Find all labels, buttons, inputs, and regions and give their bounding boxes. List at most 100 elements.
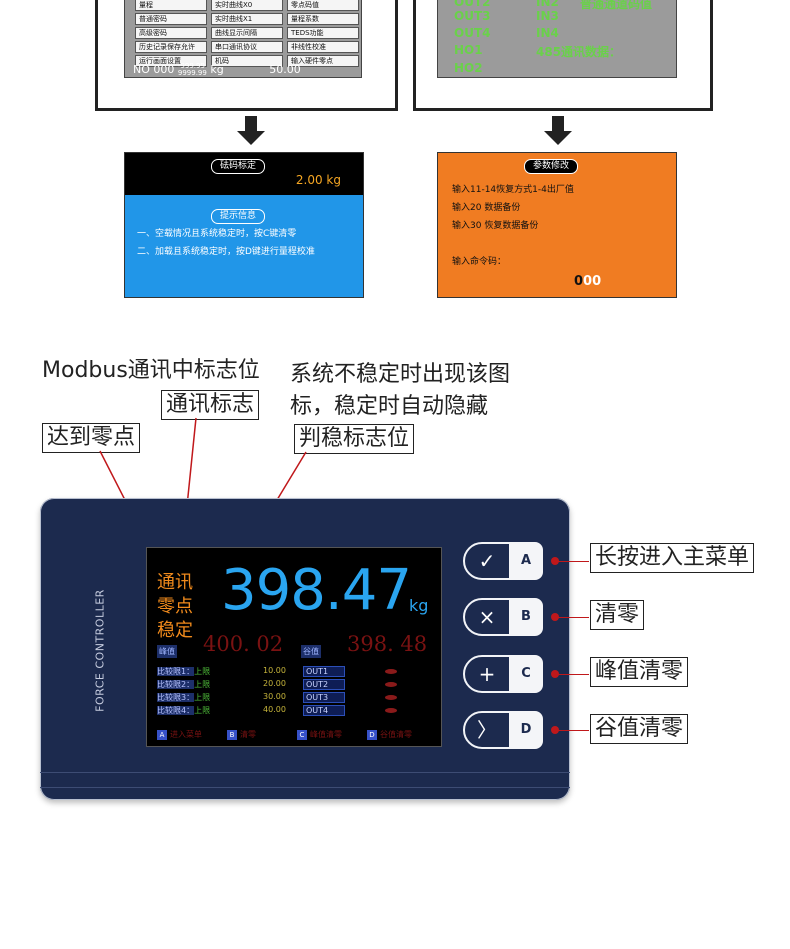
brand-text: FORCE CONTROLLER	[93, 589, 107, 712]
compare-label: 比较限4：	[157, 706, 195, 715]
connector-line	[413, 0, 416, 111]
code-rest: 00	[583, 274, 602, 289]
device-trim	[40, 772, 570, 788]
connector-line	[413, 108, 713, 111]
compare-row: 比较限1：上限 10.00 OUT1	[157, 666, 345, 677]
menu-cell[interactable]: 机码	[211, 55, 283, 67]
param-line: 输入命令码：	[452, 257, 507, 267]
measured-value: 398.47	[221, 558, 412, 623]
connector-line	[395, 0, 398, 111]
led-indicator	[385, 695, 397, 700]
compare-state: 上限	[194, 693, 211, 702]
peak-value: 400. 02	[203, 632, 284, 656]
key-b-button[interactable]: × B	[463, 598, 545, 636]
valley-value: 398. 48	[347, 632, 428, 656]
led-indicator	[385, 708, 397, 713]
menu-cell[interactable]: 实时曲线X1	[211, 13, 283, 25]
io-screen: OUT2 OUT3 OUT4 HO1 HO2 IN2 IN3 IN4 485通讯…	[437, 0, 677, 78]
compare-row: 比较限2：上限 20.00 OUT2	[157, 679, 345, 690]
menu-cell[interactable]: 运行画面设置	[135, 55, 207, 67]
tip-title: 提示信息	[211, 209, 266, 224]
callout-line	[555, 674, 589, 675]
unstable-note: 标，稳定时自动隐藏	[290, 394, 489, 419]
measured-unit: kg	[409, 596, 429, 615]
key-a-button[interactable]: ✓ A	[463, 542, 545, 580]
callout-line	[555, 730, 589, 731]
connector-line	[95, 108, 398, 111]
menu-cell[interactable]: 高级密码	[135, 27, 207, 39]
compare-value: 30.00	[263, 692, 286, 701]
menu-grid: 量程 实时曲线X0 零点码值 普通密码 实时曲线X1 量程系数 高级密码 曲线显…	[135, 0, 359, 67]
menu-cell[interactable]: 非线性校准	[287, 41, 359, 53]
menu-cell[interactable]: TEDS功能	[287, 27, 359, 39]
key-letter: C	[509, 655, 543, 693]
arrow-down-icon	[245, 116, 257, 132]
compare-value: 20.00	[263, 679, 286, 688]
io-in: IN3	[536, 9, 559, 23]
comm-flag: 通讯	[157, 572, 193, 593]
menu-screen: 量程 实时曲线X0 零点码值 普通密码 实时曲线X1 量程系数 高级密码 曲线显…	[124, 0, 362, 78]
unstable-note: 系统不稳定时出现该图	[290, 362, 511, 387]
parameter-screen: 参数修改 输入11-14恢复方式1-4出厂值 输入20 数据备份 输入30 恢复…	[437, 152, 677, 298]
key-d-note: 谷值清零	[590, 714, 689, 744]
io-out: HO2	[454, 61, 483, 75]
command-code-input[interactable]: 000	[574, 274, 601, 289]
key-letter: B	[509, 598, 543, 636]
stable-flag-label: 判稳标志位	[294, 424, 415, 454]
calibration-weight: 2.00 kg	[295, 173, 341, 187]
menu-cell[interactable]: 曲线显示间隔	[211, 27, 283, 39]
modbus-flag-note: Modbus通讯中标志位	[42, 358, 260, 383]
led-indicator	[385, 669, 397, 674]
key-letter: D	[509, 711, 543, 749]
fkey-badge: B	[227, 730, 237, 740]
io-out: HO1	[454, 43, 483, 57]
chevron-right-icon: 〉	[463, 711, 511, 749]
menu-cell[interactable]: 历史记录保存允许	[135, 41, 207, 53]
calibration-screen: 砝码标定 2.00 kg 提示信息 一、空载情况且系统稳定时，按C键清零 二、加…	[124, 152, 364, 298]
compare-value: 10.00	[263, 666, 286, 675]
code-cursor: 0	[574, 274, 584, 289]
stable-flag: 稳定	[157, 620, 193, 641]
compare-out: OUT2	[303, 679, 345, 690]
menu-status-no: NO 000	[133, 63, 175, 76]
menu-cell[interactable]: 普通密码	[135, 13, 207, 25]
compare-value: 40.00	[263, 705, 286, 714]
arrow-down-icon	[552, 116, 564, 132]
io-in: IN2	[536, 0, 559, 9]
menu-cell[interactable]: 零点码值	[287, 0, 359, 11]
fkey-label: 峰值清零	[310, 730, 342, 739]
peak-label: 峰值	[157, 645, 177, 658]
callout-line	[555, 617, 589, 618]
compare-row: 比较限4：上限 40.00 OUT4	[157, 705, 345, 716]
io-out: OUT3	[454, 9, 491, 23]
compare-label: 比较限2：	[157, 680, 195, 689]
fkey-badge: C	[297, 730, 307, 740]
key-d-button[interactable]: 〉 D	[463, 711, 545, 749]
compare-label: 比较限1：	[157, 667, 195, 676]
tip-line: 二、加载且系统稳定时，按D键进行量程校准	[137, 247, 315, 257]
calibration-title: 砝码标定	[211, 159, 266, 174]
menu-cell[interactable]: 串口通讯协议	[211, 41, 283, 53]
comm-flag-label: 通讯标志	[161, 390, 260, 420]
compare-row: 比较限3：上限 30.00 OUT3	[157, 692, 345, 703]
range-top: -999.99	[177, 62, 205, 70]
compare-label: 比较限3：	[157, 693, 195, 702]
key-c-button[interactable]: + C	[463, 655, 545, 693]
menu-cell[interactable]: 实时曲线X0	[211, 0, 283, 11]
parameter-title: 参数修改	[524, 159, 579, 174]
lcd-display: 通讯 零点 稳定 398.47 kg 峰值 400. 02 谷值 398. 48…	[146, 547, 442, 747]
fkey-badge: D	[367, 730, 377, 740]
menu-cell[interactable]: 量程系数	[287, 13, 359, 25]
tip-line: 一、空载情况且系统稳定时，按C键清零	[137, 229, 297, 239]
menu-cell[interactable]: 量程	[135, 0, 207, 11]
menu-cell[interactable]: 输入硬件零点	[287, 55, 359, 67]
arrow-down-icon	[544, 131, 572, 145]
key-a-note: 长按进入主菜单	[590, 543, 755, 573]
io-in: IN4	[536, 26, 559, 40]
brand-label: FORCE CONTROLLER	[92, 580, 107, 720]
